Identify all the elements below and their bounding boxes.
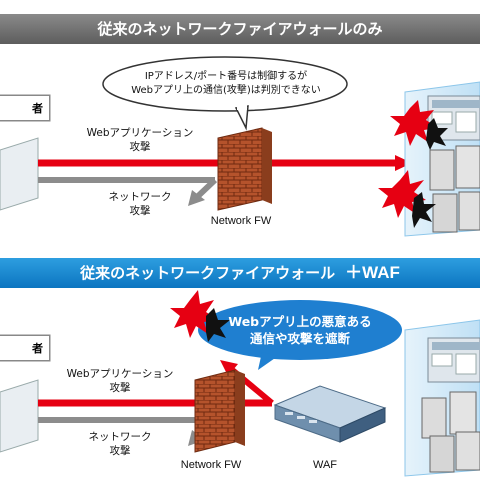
top-network-attack-arrowhead [188, 190, 205, 206]
top-bubble-text: IPアドレス/ポート番号は制御するが Webアプリ上の通信(攻撃)は判別できない [108, 70, 344, 98]
top-firewall-label: Network FW [210, 215, 272, 227]
bottom-panel-title: 従来のネットワークファイアウォール [80, 264, 336, 282]
top-network-attack-label-line2: 攻撃 [129, 205, 151, 217]
top-panel-title-banner: 従来のネットワークファイアウォールのみ [0, 14, 480, 44]
bottom-user-label-text: 者 [32, 342, 43, 355]
top-web-attack-label-line2: 攻撃 [129, 141, 151, 153]
bottom-web-attack-label: Webアプリケーション 攻撃 [60, 367, 180, 395]
top-network-attack-label-line1: ネットワーク [108, 191, 172, 203]
top-bubble-line1: IPアドレス/ポート番号は制御するが [144, 71, 308, 82]
top-panel-title: 従来のネットワークファイアウォールのみ [97, 20, 383, 38]
bottom-network-attack-label-line2: 攻撃 [109, 445, 131, 457]
bottom-client-device [0, 379, 39, 453]
top-user-label-text: 者 [32, 102, 43, 115]
top-web-attack-label-line1: Webアプリケーション [86, 127, 194, 139]
top-web-attack-arrowhead [395, 155, 412, 171]
top-bubble-line2: Webアプリ上の通信(攻撃)は判別できない [131, 85, 321, 96]
top-network-attack-label: ネットワーク 攻撃 [100, 190, 180, 218]
bottom-waf-label: WAF [312, 459, 338, 471]
bottom-panel-title-suffix: ＋WAF [345, 263, 400, 282]
bottom-web-attack-label-line1: Webアプリケーション [66, 368, 174, 380]
bottom-user-label: 者 [0, 335, 50, 361]
bottom-network-attack-label: ネットワーク 攻撃 [80, 430, 160, 458]
bottom-bubble-line2: 通信や攻撃を遮断 [249, 331, 350, 346]
top-user-label: 者 [0, 95, 50, 121]
top-attack-burst-1 [390, 100, 448, 150]
bottom-firewall-label: Network FW [180, 459, 242, 471]
top-client-device [0, 137, 39, 211]
bottom-network-attack-label-line1: ネットワーク [88, 431, 152, 443]
top-firewall [217, 127, 272, 211]
bottom-bubble-line1: Webアプリ上の悪意ある [228, 314, 372, 329]
bottom-web-attack-label-line2: 攻撃 [109, 382, 131, 394]
bottom-callout-bubble [198, 300, 402, 370]
bottom-bubble-text: Webアプリ上の悪意ある 通信や攻撃を遮断 [218, 313, 382, 347]
top-attack-burst-2 [378, 170, 436, 228]
bottom-attack-burst [170, 290, 230, 342]
top-callout-bubble [102, 56, 348, 131]
bottom-waf-appliance [273, 385, 387, 443]
bottom-firewall [194, 369, 245, 453]
bottom-panel-title-banner: 従来のネットワークファイアウォール ＋WAF [0, 258, 480, 288]
bottom-web-attack-arrowhead [220, 360, 238, 376]
bottom-server-zone [404, 319, 480, 477]
top-web-attack-label: Webアプリケーション 攻撃 [80, 126, 200, 154]
top-network-attack-deflect [193, 177, 218, 201]
